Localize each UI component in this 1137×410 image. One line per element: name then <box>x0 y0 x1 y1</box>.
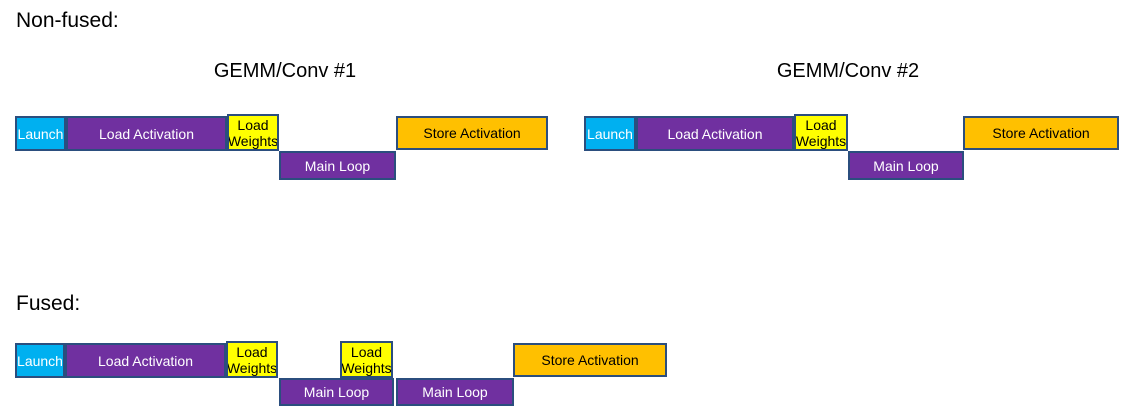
nonfused-gemm2-launch-block: Launch <box>584 116 636 151</box>
nonfused-gemm1-store-activation-block: Store Activation <box>396 116 548 150</box>
fused-load-weights-1-block: Load Weights <box>226 341 278 378</box>
nonfused-gemm2-main-loop-block: Main Loop <box>848 151 964 180</box>
fused-launch-block: Launch <box>15 343 65 378</box>
group-title-gemm-conv-2: GEMM/Conv #2 <box>776 60 920 82</box>
fused-main-loop-2-block: Main Loop <box>396 378 514 406</box>
nonfused-gemm1-load-activation-block: Load Activation <box>66 116 227 151</box>
nonfused-gemm1-launch-block: Launch <box>15 116 66 151</box>
fused-load-activation-block: Load Activation <box>65 343 226 378</box>
section-label-non-fused: Non-fused: <box>16 9 119 32</box>
section-label-fused: Fused: <box>16 292 81 315</box>
nonfused-gemm2-store-activation-block: Store Activation <box>963 116 1119 150</box>
fused-main-loop-1-block: Main Loop <box>279 378 394 406</box>
fused-load-weights-2-block: Load Weights <box>340 341 393 378</box>
nonfused-gemm1-main-loop-block: Main Loop <box>279 151 396 180</box>
nonfused-gemm2-load-activation-block: Load Activation <box>636 116 794 151</box>
fused-store-activation-block: Store Activation <box>513 343 667 377</box>
nonfused-gemm2-load-weights-block: Load Weights <box>794 114 848 151</box>
group-title-gemm-conv-1: GEMM/Conv #1 <box>213 60 357 82</box>
nonfused-gemm1-load-weights-block: Load Weights <box>227 114 279 151</box>
